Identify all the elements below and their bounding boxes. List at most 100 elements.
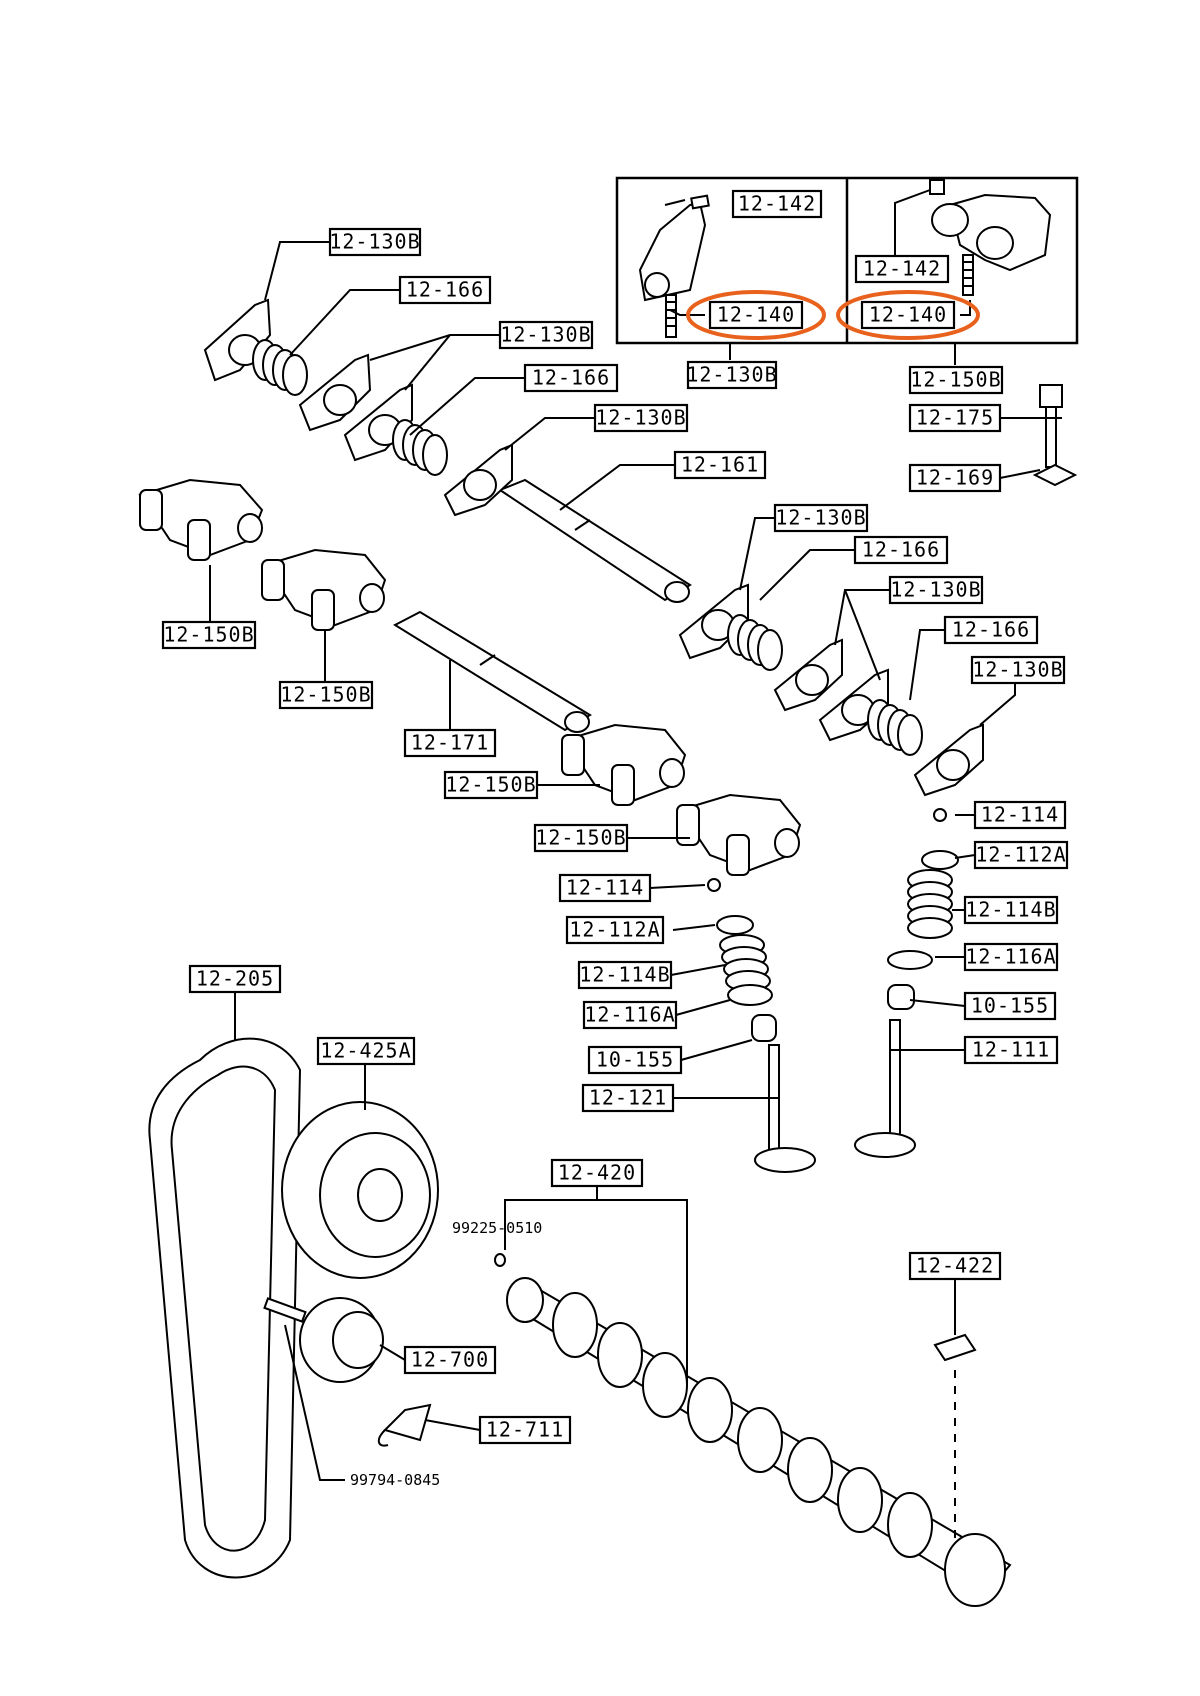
label-12-114b-left[interactable]: 12-114B xyxy=(577,960,673,990)
label-12-150b-inset-caption[interactable]: 12-150B xyxy=(908,365,1004,395)
label-12-114-right[interactable]: 12-114 xyxy=(973,800,1067,830)
svg-text:12-175: 12-175 xyxy=(916,406,994,430)
label-12-130b-2[interactable]: 12-130B xyxy=(498,320,594,350)
svg-text:12-150B: 12-150B xyxy=(535,826,626,850)
camshaft xyxy=(494,1253,1012,1607)
svg-text:12-166: 12-166 xyxy=(952,618,1030,642)
svg-text:12-130B: 12-130B xyxy=(890,578,981,602)
svg-text:12-422: 12-422 xyxy=(916,1254,994,1278)
svg-text:12-140: 12-140 xyxy=(717,303,795,327)
label-12-420[interactable]: 12-420 xyxy=(550,1158,644,1188)
inset-box xyxy=(615,176,1079,345)
label-12-121[interactable]: 12-121 xyxy=(581,1083,675,1113)
label-12-116a-right[interactable]: 12-116A xyxy=(963,942,1059,972)
label-10-155-left[interactable]: 10-155 xyxy=(587,1045,683,1075)
svg-text:10-155: 10-155 xyxy=(596,1048,674,1072)
svg-text:12-114: 12-114 xyxy=(566,876,644,900)
label-12-142-inset-left[interactable]: 12-142 xyxy=(731,189,823,219)
svg-text:12-166: 12-166 xyxy=(862,538,940,562)
lash-adjuster-rockers xyxy=(138,478,802,876)
label-12-130b-5[interactable]: 12-130B xyxy=(888,575,984,605)
label-12-700[interactable]: 12-700 xyxy=(403,1345,497,1375)
label-10-155-right[interactable]: 10-155 xyxy=(963,991,1057,1021)
label-12-130b-3[interactable]: 12-130B xyxy=(593,403,689,433)
label-12-425a[interactable]: 12-425A xyxy=(316,1036,416,1066)
camshaft-pulley xyxy=(281,1101,439,1279)
bolt-and-washer xyxy=(1032,384,1078,487)
valve-assembly-left xyxy=(707,878,816,1173)
highlight-ring-left xyxy=(686,290,826,340)
svg-text:12-116A: 12-116A xyxy=(965,945,1056,969)
rocker-springs-upper xyxy=(252,339,923,756)
label-12-161[interactable]: 12-161 xyxy=(673,450,767,480)
label-12-150b-1[interactable]: 12-150B xyxy=(161,620,257,650)
label-12-166-2[interactable]: 12-166 xyxy=(523,363,619,393)
svg-text:12-169: 12-169 xyxy=(916,466,994,490)
label-99225-0510[interactable]: 99225-0510 xyxy=(452,1219,542,1237)
svg-text:12-112A: 12-112A xyxy=(975,843,1066,867)
label-12-150b-2[interactable]: 12-150B xyxy=(278,680,374,710)
svg-text:12-140: 12-140 xyxy=(869,303,947,327)
label-12-150b-4[interactable]: 12-150B xyxy=(533,823,629,853)
valve-assembly-right xyxy=(854,808,959,1158)
label-12-142-inset-right[interactable]: 12-142 xyxy=(854,254,950,284)
label-12-112a-left[interactable]: 12-112A xyxy=(565,915,665,945)
svg-text:12-114B: 12-114B xyxy=(965,898,1056,922)
rocker-shaft-lower xyxy=(392,610,592,733)
svg-text:12-130B: 12-130B xyxy=(972,658,1063,682)
cam-cap-seal xyxy=(933,1333,977,1540)
svg-text:12-150B: 12-150B xyxy=(280,683,371,707)
label-12-130b-6[interactable]: 12-130B xyxy=(970,655,1066,685)
svg-text:12-130B: 12-130B xyxy=(595,406,686,430)
svg-text:12-130B: 12-130B xyxy=(329,230,420,254)
rocker-arm-set-upper xyxy=(203,298,984,797)
tensioner xyxy=(263,1297,432,1447)
svg-text:12-150B: 12-150B xyxy=(910,368,1001,392)
label-12-130b-4[interactable]: 12-130B xyxy=(773,503,869,533)
label-12-422[interactable]: 12-422 xyxy=(908,1251,1002,1281)
label-12-169[interactable]: 12-169 xyxy=(908,463,1002,493)
label-12-711[interactable]: 12-711 xyxy=(478,1415,572,1445)
svg-text:12-420: 12-420 xyxy=(558,1161,636,1185)
label-12-166-3[interactable]: 12-166 xyxy=(853,535,949,565)
svg-text:12-130B: 12-130B xyxy=(686,363,777,387)
label-12-205[interactable]: 12-205 xyxy=(188,964,282,994)
label-99794-0845[interactable]: 99794-0845 xyxy=(350,1471,440,1489)
svg-text:12-114: 12-114 xyxy=(981,803,1059,827)
svg-text:12-116A: 12-116A xyxy=(584,1003,675,1027)
label-12-166-1[interactable]: 12-166 xyxy=(398,275,492,305)
svg-text:12-112A: 12-112A xyxy=(569,918,660,942)
label-12-175[interactable]: 12-175 xyxy=(908,403,1002,433)
label-12-166-4[interactable]: 12-166 xyxy=(943,615,1039,645)
svg-text:12-425A: 12-425A xyxy=(320,1039,411,1063)
label-12-150b-3[interactable]: 12-150B xyxy=(443,770,539,800)
timing-belt xyxy=(148,1037,302,1579)
inset-right-rocker-arm xyxy=(929,179,1052,296)
label-12-112a-right[interactable]: 12-112A xyxy=(973,840,1069,870)
rocker-shaft-upper xyxy=(497,478,692,603)
label-12-111[interactable]: 12-111 xyxy=(963,1035,1059,1065)
highlight-ring-right xyxy=(836,290,980,340)
label-12-116a-left[interactable]: 12-116A xyxy=(582,1000,678,1030)
svg-text:12-161: 12-161 xyxy=(681,453,759,477)
label-12-114-left[interactable]: 12-114 xyxy=(558,873,652,903)
svg-text:12-142: 12-142 xyxy=(863,257,941,281)
svg-text:12-150B: 12-150B xyxy=(445,773,536,797)
label-12-114b-right[interactable]: 12-114B xyxy=(963,895,1059,925)
svg-text:12-121: 12-121 xyxy=(589,1086,667,1110)
label-12-140-inset-right[interactable]: 12-140 xyxy=(860,300,956,330)
svg-text:12-711: 12-711 xyxy=(486,1418,564,1442)
svg-text:12-111: 12-111 xyxy=(972,1038,1050,1062)
label-12-140-inset-left[interactable]: 12-140 xyxy=(708,300,804,330)
svg-text:12-150B: 12-150B xyxy=(163,623,254,647)
label-12-171[interactable]: 12-171 xyxy=(403,728,497,758)
label-12-130b-inset-caption[interactable]: 12-130B xyxy=(686,360,778,390)
svg-text:12-205: 12-205 xyxy=(196,967,274,991)
svg-text:12-130B: 12-130B xyxy=(775,506,866,530)
svg-text:12-166: 12-166 xyxy=(406,278,484,302)
inset-left-rocker-arm xyxy=(638,194,710,338)
svg-text:12-171: 12-171 xyxy=(411,731,489,755)
label-12-130b-1[interactable]: 12-130B xyxy=(328,227,422,257)
svg-text:12-700: 12-700 xyxy=(411,1348,489,1372)
